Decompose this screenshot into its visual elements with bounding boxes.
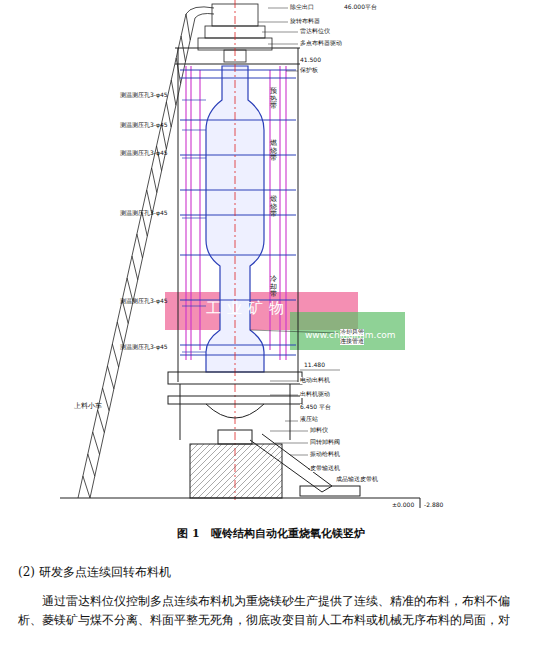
elevation-mark: 11.480 [304,362,325,369]
elevation-mark: 6.450 平台 [300,404,331,411]
zone-label: 燃烧带 [270,140,277,163]
elevation-mark: -2.880 [424,502,443,509]
center-line [235,0,236,500]
part-label: 多点布料器驱动 [300,40,342,47]
part-label: 卸料仪 [310,427,328,434]
part-label: 振动给料机 [310,451,340,458]
part-label: 测温测压孔3-φ45 [120,92,168,99]
callout-leaders [250,8,340,469]
watermark: www.chinaimm.com [305,330,396,340]
part-label: 皮带输送机 [310,465,340,472]
zone-label: 煅烧带 [270,196,277,219]
part-label: 成品输送皮带机 [336,476,378,483]
part-label: 雷达料位仪 [300,28,330,35]
elevation-mark: 46.000平台 [344,4,377,11]
part-label: 测温测压孔3-φ45 [120,210,168,217]
zone-label: 预热带 [270,88,277,111]
figure-caption: 图 1 哑铃结构自动化重烧氧化镁竖炉 [0,528,542,541]
body-paragraph: 通过雷达料位仪控制多点连续布料机为重烧镁砂生产提供了连续、精准的布料，布料不偏析… [18,592,523,630]
hoist-incline [78,7,214,498]
part-label: 保护板 [300,67,318,74]
watermark: 工业矿物 [206,300,290,317]
floor-lines [180,70,296,355]
part-label: 旋转布料器 [290,18,320,25]
part-label: 测温测压孔3-φ45 [120,122,168,129]
elevation-mark: 41.500 [300,57,321,64]
part-label: 液压站 [300,416,318,423]
part-label: 出料机驱动 [300,391,330,398]
leader-lines [182,100,206,352]
part-label: 上料小车 [74,402,102,410]
steel-frame [178,48,298,382]
part-label: 回转卸料阀 [310,439,340,446]
part-label: 除尘出口 [290,4,314,11]
watermark-band [290,312,405,350]
part-label: 电动出料机 [300,377,330,384]
zone-label: 冷却带 [270,276,277,299]
part-label: 测温测压孔3-φ45 [120,344,168,351]
elevation-mark: ±0.000 [392,502,414,509]
part-label: 测温测压孔3-φ45 [120,298,168,305]
furnace-base [60,372,420,508]
section-heading: (2) 研发多点连续回转布料机 [18,566,171,580]
furnace-top [175,4,300,64]
part-label: 测温测压孔3-φ45 [120,150,168,157]
